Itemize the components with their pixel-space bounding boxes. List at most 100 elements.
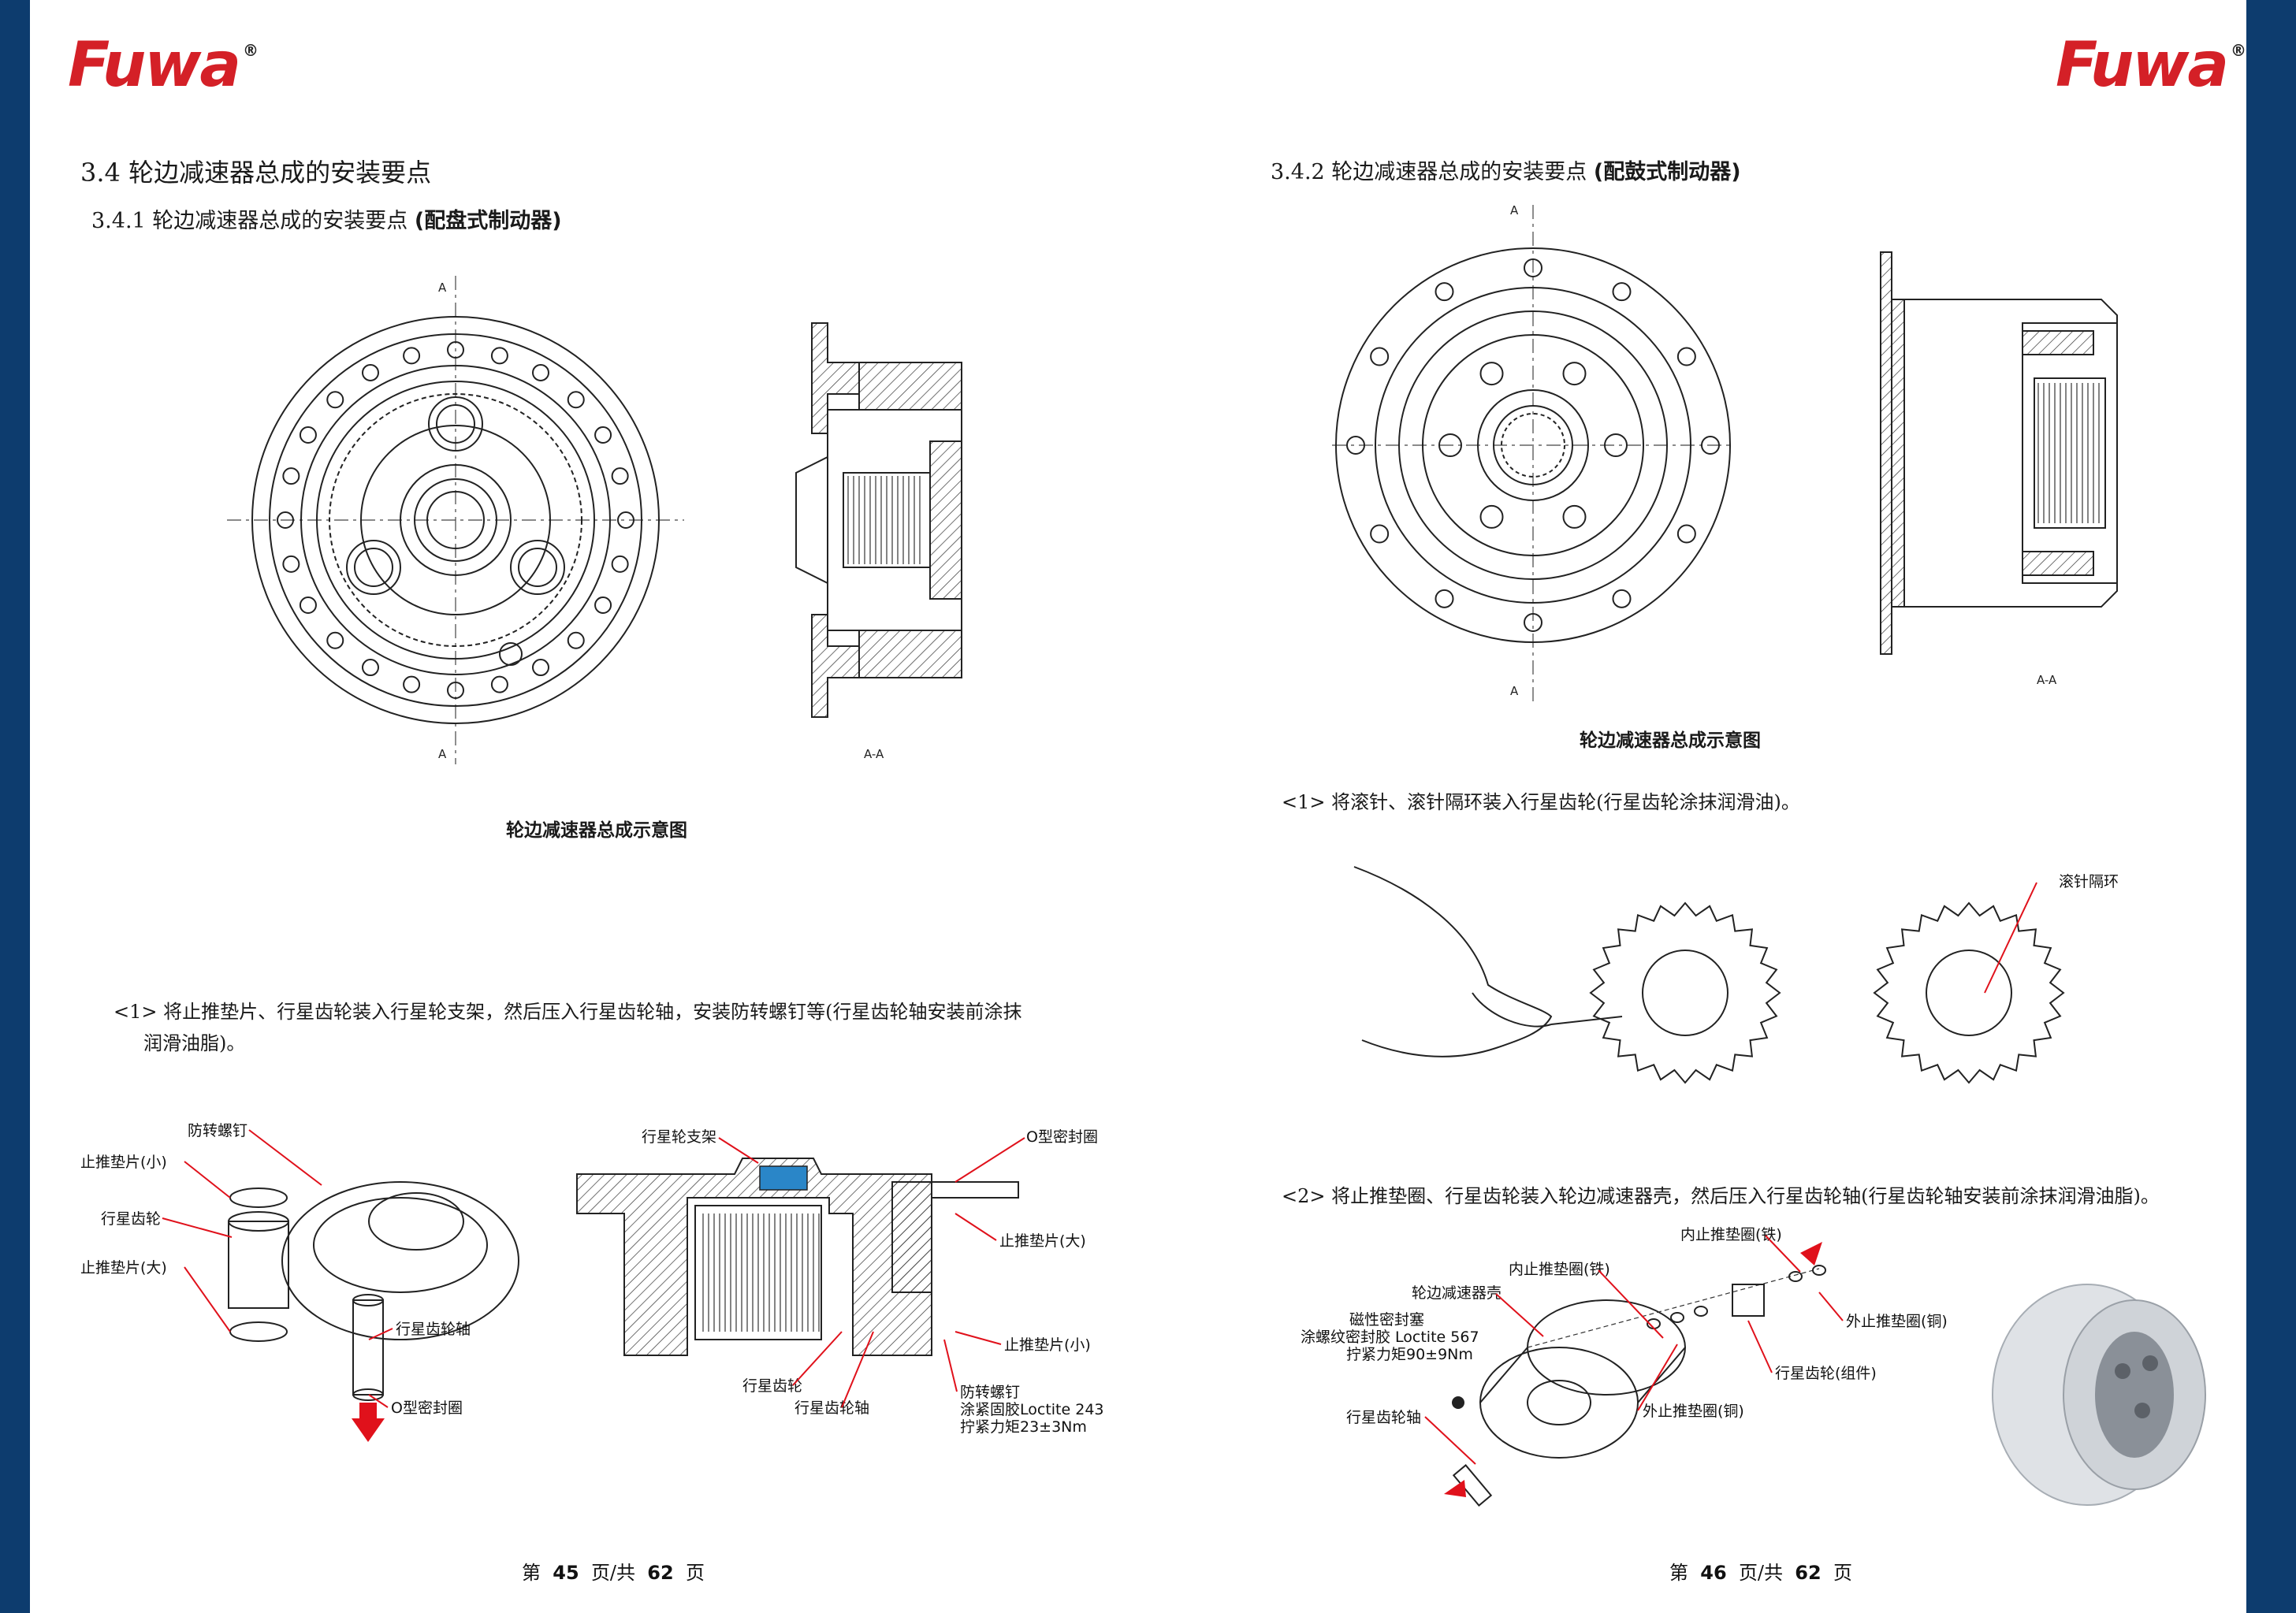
label-outer-thrust-washer-copper-bottom: 外止推垫圈(铜) (1643, 1403, 1744, 1420)
label-planet-gear-assembly: 行星齿轮(组件) (1775, 1365, 1877, 1382)
label-hub-reducer-housing: 轮边减速器壳 (1412, 1284, 1502, 1302)
label-needle-spacer: 滚针隔环 (2059, 873, 2119, 890)
bolt-hole (1524, 258, 1542, 277)
section-title: 3.4 轮边减速器总成的安装要点 (80, 158, 432, 188)
page-46: Fuwa® 3.4.2 轮边减速器总成的安装要点 (配鼓式制动器) A A A-… (1165, 0, 2246, 1613)
page-45: Fuwa® 3.4 轮边减速器总成的安装要点 3.4.1 轮边减速器总成的安装要… (30, 0, 1165, 1613)
step-1-line-2: 润滑油脂)。 (143, 1032, 246, 1054)
label-thrust-washer-small-right: 止推垫片(小) (1004, 1336, 1091, 1354)
bolt-hole (567, 391, 585, 409)
drum-brake-front-view-drawing: A A (1332, 203, 1734, 701)
label-planet-gear-shaft-right: 行星齿轮轴 (1346, 1409, 1422, 1426)
bolt-hole (282, 555, 300, 573)
bolt-hole (1435, 282, 1454, 302)
step-2-text: <2> 将止推垫圈、行星齿轮装入轮边减速器壳，然后压入行星齿轮轴(行星齿轮轴安装… (1282, 1185, 2160, 1207)
label-planet-carrier: 行星轮支架 (642, 1128, 717, 1146)
housing-exploded-illustration (1452, 1265, 1826, 1507)
label-anti-rotation-screw: 防转螺钉 (188, 1122, 248, 1139)
brand-logo-right: Fuwa® (2056, 30, 2246, 101)
label-thrust-washer-small: 止推垫片(小) (80, 1154, 167, 1171)
bolt-hole (1701, 436, 1720, 455)
brand-logo: Fuwa® (68, 30, 259, 101)
section-view-label-right: A-A (2037, 673, 2057, 687)
bolt-hole (1524, 613, 1542, 632)
bolt-hole (282, 467, 300, 485)
disc-brake-section-view-drawing: A-A (795, 322, 962, 761)
step-1-text-right: <1> 将滚针、滚针隔环装入行星齿轮(行星齿轮涂抹润滑油)。 (1282, 791, 1800, 813)
label-planet-gear-bottom: 行星齿轮 (742, 1377, 803, 1395)
bolt-hole (1926, 950, 2012, 1036)
housing-leader-lines (1424, 1235, 1844, 1497)
subsection-title: 3.4.1 轮边减速器总成的安装要点 (配盘式制动器) (91, 209, 562, 233)
bolt-hole (594, 597, 612, 614)
label-planet-gear: 行星齿轮 (101, 1210, 162, 1228)
bolt-hole (1676, 347, 1696, 366)
document-spread: Fuwa® 3.4 轮边减速器总成的安装要点 3.4.1 轮边减速器总成的安装要… (30, 0, 2246, 1613)
label-o-ring-right: O型密封圈 (1026, 1128, 1098, 1146)
bolt-hole (532, 659, 549, 677)
section-mark-bottom: A (438, 747, 447, 761)
bolt-hole (1370, 524, 1390, 544)
bolt-hole (1438, 433, 1462, 457)
step-1-line-1: <1> 将止推垫片、行星齿轮装入行星轮支架，然后压入行星齿轮轴，安装防转螺钉等(… (113, 1001, 1022, 1023)
bolt-hole (594, 426, 612, 444)
bolt-hole (326, 631, 344, 649)
bolt-hole (299, 426, 317, 444)
bolt-hole (326, 391, 344, 409)
bolt-hole (1676, 524, 1696, 544)
bolt-hole (1479, 504, 1504, 529)
bolt-hole (299, 597, 317, 614)
bolt-hole (617, 511, 634, 529)
label-inner-thrust-washer-steel: 内止推垫圈(铁) (1509, 1261, 1610, 1278)
section-mark-bottom-right: A (1510, 684, 1519, 698)
section-view-label: A-A (864, 747, 884, 761)
bolt-hole (1346, 436, 1365, 455)
housing-3d-render (1992, 1284, 2206, 1506)
label-magnetic-plug-note: 磁性密封塞 涂螺纹密封胶 Loctite 567 拧紧力矩90±9Nm (1301, 1311, 1479, 1363)
bolt-hole (611, 467, 629, 485)
gear-teeth (1873, 901, 2065, 1084)
planet-carrier-section-illustration (576, 1158, 1019, 1356)
bolt-hole (1604, 433, 1628, 457)
figure-caption-right: 轮边减速器总成示意图 (1580, 730, 1761, 751)
bolt-hole (1612, 282, 1632, 302)
bolt-hole (532, 363, 549, 381)
bolt-hole (362, 363, 379, 381)
page-footer-46: 第 46 页/共 62 页 (1669, 1562, 1852, 1584)
label-planet-gear-shaft: 行星齿轮轴 (396, 1321, 471, 1338)
label-outer-thrust-washer-copper: 外止推垫圈(铜) (1846, 1313, 1948, 1330)
bolt-hole (611, 555, 629, 573)
label-thrust-washer-large-right: 止推垫片(大) (999, 1232, 1086, 1250)
section-mark-top-right: A (1510, 203, 1519, 217)
bolt-hole (1562, 362, 1587, 386)
bolt-hole (403, 675, 421, 693)
label-planet-gear-shaft-bottom: 行星齿轮轴 (794, 1399, 870, 1417)
bolt-hole (447, 341, 464, 359)
bolt-hole (1435, 589, 1454, 608)
bolt-hole (1479, 362, 1504, 386)
label-o-ring: O型密封圈 (391, 1399, 463, 1417)
bolt-hole (490, 347, 508, 365)
bolt-hole (277, 511, 294, 529)
step-1-text: <1> 将止推垫片、行星齿轮装入行星轮支架，然后压入行星齿轮轴，安装防转螺钉等(… (113, 996, 1138, 1059)
bolt-hole (362, 659, 379, 677)
bolt-hole (1370, 347, 1390, 366)
bolt-hole (567, 631, 585, 649)
label-thrust-washer-large: 止推垫片(大) (80, 1259, 167, 1277)
needle-install-illustration (1353, 866, 2065, 1084)
bolt-hole (447, 682, 464, 699)
bolt-hole (1612, 589, 1632, 608)
right-section-leader-lines (718, 1137, 1025, 1408)
left-exploded-leader-lines (162, 1129, 393, 1408)
planet-carrier-exploded-illustration (228, 1181, 519, 1442)
page-footer-45: 第 45 页/共 62 页 (522, 1562, 705, 1584)
bolt-hole (490, 675, 508, 693)
label-inner-thrust-washer-steel-top: 内止推垫圈(铁) (1680, 1226, 1782, 1243)
drum-brake-section-view-drawing: A-A (1880, 251, 2118, 687)
bolt-hole (1562, 504, 1587, 529)
disc-brake-front-view-drawing: A A (227, 276, 684, 764)
figure-caption: 轮边减速器总成示意图 (506, 820, 687, 841)
section-mark-top: A (438, 281, 447, 295)
label-anti-rotation-screw-note: 防转螺钉 涂紧固胶Loctite 243 拧紧力矩23±3Nm (960, 1384, 1104, 1436)
subsection-title-right: 3.4.2 轮边减速器总成的安装要点 (配鼓式制动器) (1271, 160, 1741, 184)
